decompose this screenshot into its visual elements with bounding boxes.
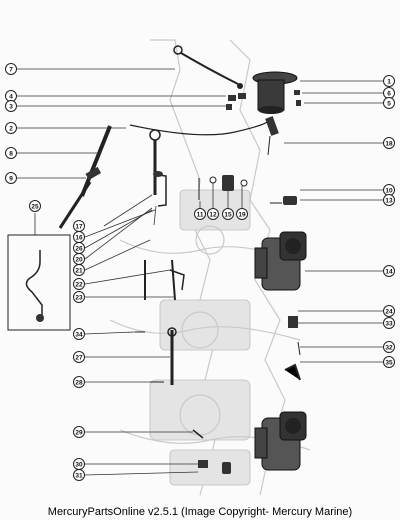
callout-23: 23 xyxy=(73,291,85,303)
throttle-link-part xyxy=(144,259,185,301)
svg-text:1: 1 xyxy=(387,78,391,85)
callout-6: 6 xyxy=(383,87,395,99)
svg-text:23: 23 xyxy=(75,294,83,301)
callout-35: 35 xyxy=(383,356,395,368)
callout-18: 18 xyxy=(383,137,395,149)
top-carburetor-part xyxy=(254,231,307,291)
svg-text:24: 24 xyxy=(385,308,393,315)
svg-text:5: 5 xyxy=(387,100,391,107)
callout-33: 33 xyxy=(383,317,395,329)
callout-10: 10 xyxy=(383,184,395,196)
svg-text:29: 29 xyxy=(75,429,83,436)
leader-lines xyxy=(17,68,383,476)
callout-34: 34 xyxy=(73,328,85,340)
svg-text:12: 12 xyxy=(209,211,217,218)
svg-text:32: 32 xyxy=(385,344,393,351)
svg-text:2: 2 xyxy=(9,125,13,132)
callout-12: 12 xyxy=(207,208,219,220)
choke-lever-part xyxy=(149,129,167,207)
svg-text:35: 35 xyxy=(385,359,393,366)
choke-rod-part xyxy=(58,125,112,229)
svg-text:34: 34 xyxy=(75,331,83,338)
svg-text:10: 10 xyxy=(385,187,393,194)
svg-text:20: 20 xyxy=(75,256,83,263)
callout-17: 17 xyxy=(73,220,85,232)
bellcrank-part xyxy=(284,316,301,381)
callout-8: 8 xyxy=(5,147,17,159)
svg-text:14: 14 xyxy=(385,268,393,275)
image-caption: MercuryPartsOnline v2.5.1 (Image Copyrig… xyxy=(47,506,353,518)
callout-24: 24 xyxy=(383,305,395,317)
svg-text:28: 28 xyxy=(75,379,83,386)
svg-text:27: 27 xyxy=(75,354,83,361)
callout-32: 32 xyxy=(383,341,395,353)
solenoid-part xyxy=(252,71,301,114)
callout-27: 27 xyxy=(73,351,85,363)
svg-text:9: 9 xyxy=(9,175,13,182)
svg-text:8: 8 xyxy=(9,150,13,157)
choke-wire-part xyxy=(129,116,279,156)
battery-cable-part xyxy=(173,45,243,89)
callout-31: 31 xyxy=(73,469,85,481)
svg-text:31: 31 xyxy=(75,472,83,479)
callout-2: 2 xyxy=(5,122,17,134)
svg-text:17: 17 xyxy=(75,223,83,230)
small-parts-cluster xyxy=(198,175,297,205)
svg-text:25: 25 xyxy=(31,203,39,210)
callout-20: 20 xyxy=(73,253,85,265)
throttle-shaft-part xyxy=(135,327,177,385)
callout-28: 28 xyxy=(73,376,85,388)
svg-text:7: 7 xyxy=(9,66,13,73)
svg-text:4: 4 xyxy=(9,93,13,100)
svg-text:30: 30 xyxy=(75,461,83,468)
callout-25: 25 xyxy=(29,200,41,212)
bottom-carburetor-part xyxy=(254,411,307,471)
callout-5: 5 xyxy=(383,97,395,109)
callout-22: 22 xyxy=(73,278,85,290)
exploded-parts-diagram: 7432892516518101314111215191716262021222… xyxy=(5,39,395,496)
svg-text:22: 22 xyxy=(75,281,83,288)
callout-21: 21 xyxy=(73,264,85,276)
callout-1: 1 xyxy=(383,75,395,87)
callout-29: 29 xyxy=(73,426,85,438)
svg-text:6: 6 xyxy=(387,90,391,97)
svg-text:11: 11 xyxy=(197,211,204,218)
svg-text:16: 16 xyxy=(75,234,83,241)
callout-4: 4 xyxy=(5,90,17,102)
callout-15: 15 xyxy=(222,208,234,220)
lower-small-parts xyxy=(192,429,231,474)
svg-text:19: 19 xyxy=(238,211,246,218)
detail-inset xyxy=(7,234,71,331)
callout-16: 16 xyxy=(73,231,85,243)
callout-13: 13 xyxy=(383,194,395,206)
callout-3: 3 xyxy=(5,100,17,112)
callout-19: 19 xyxy=(236,208,248,220)
svg-text:15: 15 xyxy=(224,211,232,218)
callout-26: 26 xyxy=(73,242,85,254)
callout-9: 9 xyxy=(5,172,17,184)
svg-text:18: 18 xyxy=(385,140,393,147)
callout-7: 7 xyxy=(5,63,17,75)
svg-text:3: 3 xyxy=(9,103,13,110)
callout-11: 11 xyxy=(194,208,206,220)
screws-part xyxy=(226,93,246,110)
svg-text:13: 13 xyxy=(385,197,393,204)
svg-text:33: 33 xyxy=(385,320,393,327)
svg-text:26: 26 xyxy=(75,245,83,252)
callout-30: 30 xyxy=(73,458,85,470)
callout-14: 14 xyxy=(383,265,395,277)
svg-text:21: 21 xyxy=(75,267,83,274)
